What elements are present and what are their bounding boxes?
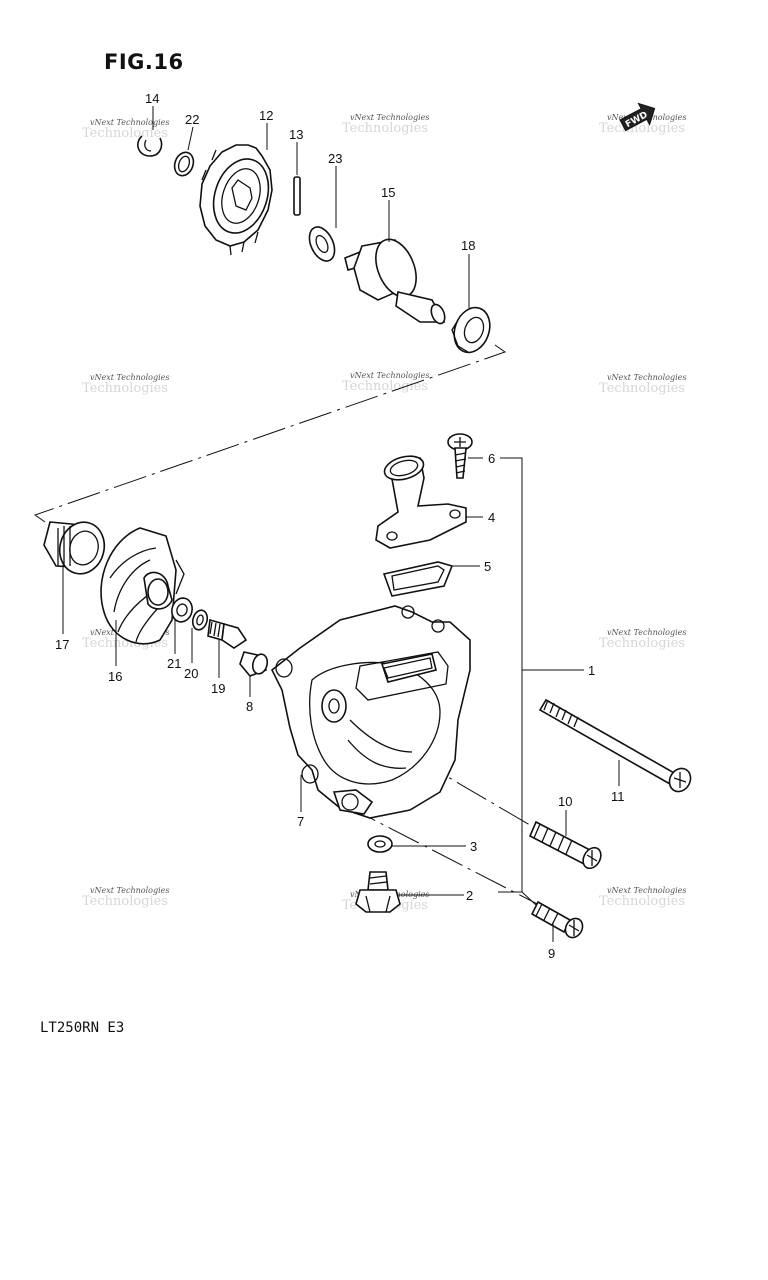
callout-17: 17 [55, 637, 69, 652]
screw-part [447, 433, 473, 479]
callout-18: 18 [461, 238, 475, 253]
svg-text:Technologies: Technologies [599, 894, 685, 909]
callout-11: 11 [611, 789, 625, 804]
svg-text:vNext Technologies: vNext Technologies [90, 886, 169, 895]
svg-text:vNext Technologies: vNext Technologies [350, 371, 429, 380]
screw-part [530, 900, 584, 939]
svg-text:vNext Technologies: vNext Technologies [90, 373, 169, 382]
svg-text:vNext Technologies: vNext Technologies [607, 628, 686, 637]
callout-13: 13 [289, 127, 303, 142]
hose-fitting-part [375, 455, 467, 549]
gasket-part [382, 561, 454, 597]
dowel-pin-part [239, 651, 269, 677]
svg-text:vNext Technologies: vNext Technologies [607, 886, 686, 895]
impeller-part [100, 527, 185, 645]
callout-3: 3 [470, 839, 477, 854]
bolt-part [207, 618, 248, 649]
svg-text:vNext Technologies: vNext Technologies [607, 373, 686, 382]
pump-shaft-part [344, 238, 446, 325]
callout-20: 20 [184, 666, 198, 681]
pump-gear-part [199, 144, 273, 256]
svg-text:Technologies: Technologies [342, 379, 428, 394]
callout-8: 8 [246, 699, 253, 714]
o-ring-part [191, 609, 209, 631]
oil-seal-part [451, 306, 491, 354]
svg-text:Technologies: Technologies [599, 381, 685, 396]
callout-labels: 14 22 12 13 23 15 18 6 4 5 1 17 16 21 20… [55, 91, 625, 961]
svg-text:Technologies: Technologies [342, 121, 428, 136]
long-bolt-part [538, 698, 692, 793]
washer-part [173, 151, 195, 177]
assembly-axis-line [33, 344, 507, 523]
callout-6: 6 [488, 451, 495, 466]
svg-text:Technologies: Technologies [599, 636, 685, 651]
callout-2: 2 [466, 888, 473, 903]
svg-text:Technologies: Technologies [599, 121, 685, 136]
svg-text:vNext Technologies: vNext Technologies [90, 118, 169, 127]
svg-text:vNext Technologies: vNext Technologies [350, 113, 429, 122]
callout-7: 7 [297, 814, 304, 829]
callout-4: 4 [488, 510, 495, 525]
bolt-part [528, 820, 602, 870]
callout-12: 12 [259, 108, 273, 123]
bolt-axis-line [344, 804, 546, 909]
callout-1: 1 [588, 663, 595, 678]
pump-case-part [270, 605, 471, 819]
callout-16: 16 [108, 669, 122, 684]
callout-21: 21 [167, 656, 181, 671]
model-code: LT250RN E3 [40, 1020, 125, 1036]
callout-23: 23 [328, 151, 342, 166]
svg-text:Technologies: Technologies [82, 381, 168, 396]
callout-10: 10 [558, 794, 572, 809]
leader-lines [62, 106, 620, 942]
washer-part [171, 597, 193, 623]
svg-text:Technologies: Technologies [82, 894, 168, 909]
callout-22: 22 [185, 112, 199, 127]
callout-19: 19 [211, 681, 225, 696]
washer-part [367, 835, 393, 853]
mechanical-seal-part [43, 521, 106, 575]
callout-15: 15 [381, 185, 395, 200]
drain-plug-part [355, 871, 401, 913]
figure-title: FIG.16 [104, 50, 184, 74]
circlip-part [137, 135, 163, 157]
washer-part [308, 226, 336, 262]
callout-5: 5 [484, 559, 491, 574]
callout-9: 9 [548, 946, 555, 961]
pin-part [293, 176, 301, 216]
callout-14: 14 [145, 91, 159, 106]
